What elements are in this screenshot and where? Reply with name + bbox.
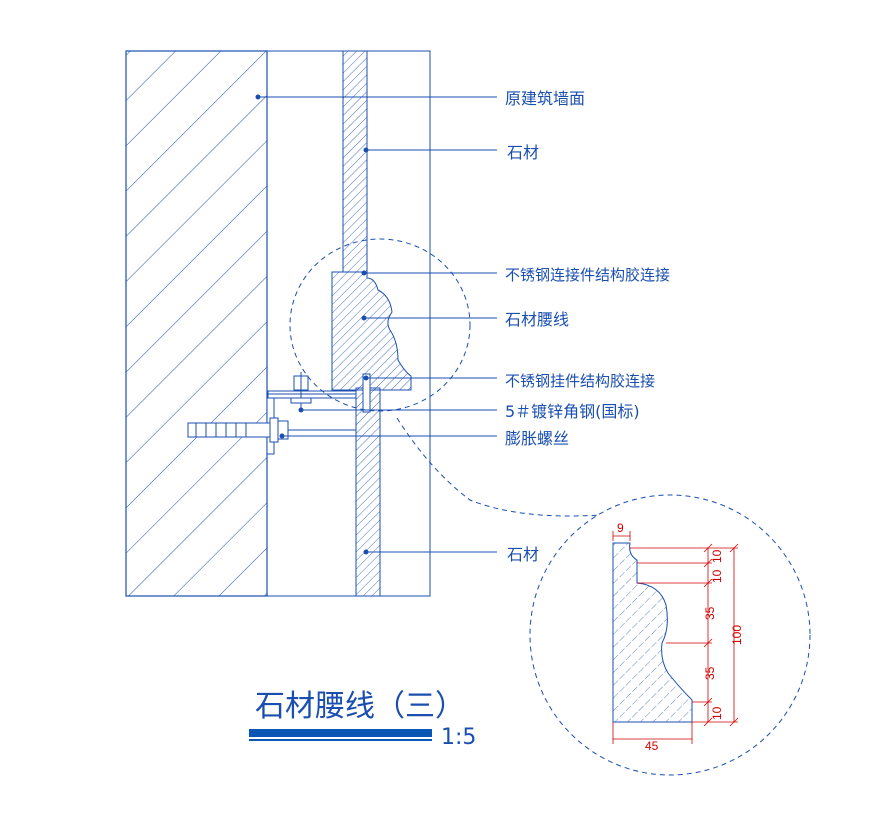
label-original-wall: 原建筑墙面 [505, 89, 585, 108]
title-bar-thick [249, 729, 432, 737]
dim-bottom-width: 45 [645, 739, 659, 753]
dim-total-height: 100 [730, 625, 744, 645]
profile-detail: 9 10 10 35 35 10 100 45 [612, 521, 744, 753]
leader-lines [255, 94, 497, 555]
dim-right-2: 10 [710, 569, 724, 583]
label-expansion-bolt: 膨胀螺丝 [505, 429, 569, 448]
label-stone-molding: 石材腰线 [505, 310, 569, 329]
drawing-scale: 1:5 [441, 725, 476, 750]
stone-panel-upper [342, 50, 368, 273]
label-stone-bottom: 石材 [507, 545, 539, 564]
detail-leader-curve [396, 417, 601, 517]
dim-right-3: 35 [703, 606, 717, 620]
label-glue-hanger: 不锈钢挂件结构胶连接 [505, 372, 655, 390]
stone-molding [331, 271, 412, 391]
detail-circle-large [529, 494, 811, 776]
dim-right-5: 10 [710, 706, 724, 720]
hanger-plate [362, 373, 371, 413]
main-section [125, 50, 811, 776]
drawing-title: 石材腰线（三） [255, 689, 465, 724]
profile-shape [612, 542, 693, 723]
dim-right-4: 35 [703, 666, 717, 680]
title-bar-thin [249, 739, 432, 741]
dim-top-width: 9 [617, 521, 624, 535]
original-wall [125, 50, 268, 597]
label-stone-top: 石材 [507, 143, 539, 162]
label-angle-steel: 5＃镀锌角钢(国标) [505, 402, 640, 421]
dim-right-1: 10 [710, 549, 724, 563]
detail-circle-small [289, 238, 471, 412]
title-block: 石材腰线（三） 1:5 [249, 689, 476, 750]
expansion-bolt [187, 417, 356, 443]
stone-panel-lower [355, 387, 381, 597]
label-glue-connector: 不锈钢连接件结构胶连接 [505, 266, 670, 284]
callout-labels: 原建筑墙面 石材 不锈钢连接件结构胶连接 石材腰线 不锈钢挂件结构胶连接 5＃镀… [505, 89, 670, 564]
